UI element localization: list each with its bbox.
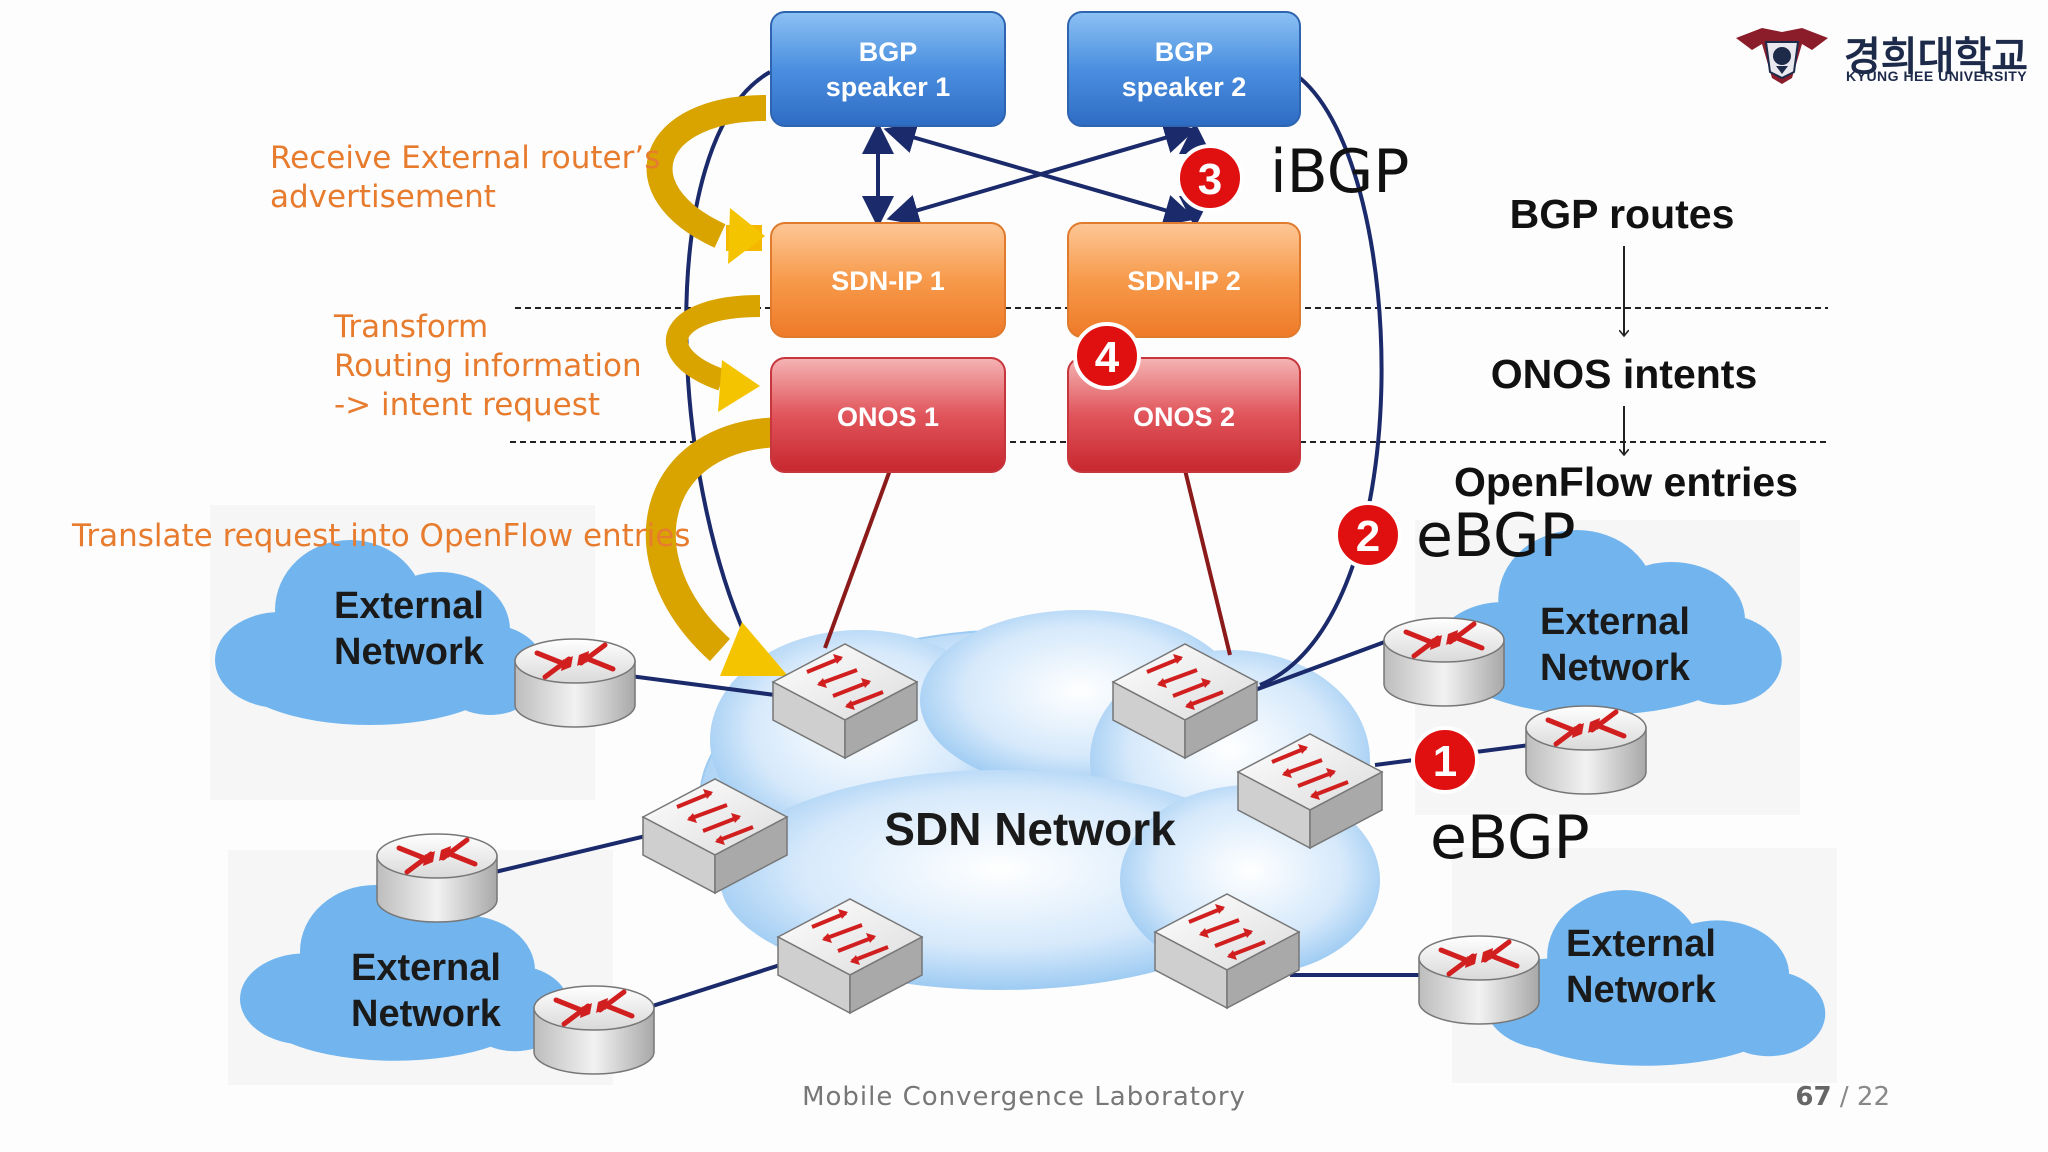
router-icon	[377, 834, 497, 922]
svg-text:4: 4	[1095, 333, 1120, 382]
layer-label-onos-intents: ONOS intents	[1491, 351, 1758, 397]
svg-text:1: 1	[1433, 737, 1457, 786]
protocol-label-ebgp: eBGP	[1430, 803, 1590, 873]
onos-1-label: ONOS 1	[837, 402, 939, 432]
layer-label-bgp-routes: BGP routes	[1510, 191, 1735, 237]
step-badge-2: 2	[1334, 501, 1402, 569]
onos-2-label: ONOS 2	[1133, 402, 1235, 432]
bgp-speaker-2-label-line1: BGP	[1155, 37, 1214, 67]
protocol-label-ibgp: iBGP	[1270, 137, 1409, 207]
sdn-network-label: SDN Network	[884, 803, 1176, 855]
gold-arrowheads	[718, 208, 788, 676]
router-icon	[1526, 706, 1646, 794]
step-badge-4: 4	[1073, 322, 1141, 390]
step-badge-1: 1	[1411, 726, 1479, 794]
annotation-translate: Translate request into OpenFlow entries	[71, 518, 690, 554]
onos-1-box: ONOS 1	[770, 357, 1006, 473]
page-current: 67	[1795, 1082, 1832, 1112]
university-name-english: KYUNG HEE UNIVERSITY	[1846, 68, 2028, 84]
step-badge-3: 3	[1176, 144, 1244, 212]
sdn-ip-1-box: SDN-IP 1	[770, 222, 1006, 338]
bgp-speaker-1-label-line2: speaker 1	[826, 72, 951, 102]
page-number: 67 / 22	[1795, 1082, 1890, 1112]
bgp-speaker-2-label-line2: speaker 2	[1122, 72, 1247, 102]
layer-label-openflow-entries: OpenFlow entries	[1454, 459, 1798, 505]
annotation-transform-line3: -> intent request	[334, 387, 600, 423]
external-network-label-line2: Network	[1540, 647, 1691, 689]
onos1-control-link	[823, 469, 892, 649]
sdn-ip-2-label: SDN-IP 2	[1127, 266, 1241, 296]
ibgp-arrows	[862, 122, 1211, 228]
bgp-speaker-1-label-line1: BGP	[859, 37, 918, 67]
external-network-label-line2: Network	[1566, 969, 1717, 1011]
external-network-label-line2: Network	[351, 993, 502, 1035]
annotation-receive-line1: Receive External router’s	[270, 140, 660, 176]
external-network-label-line1: External	[334, 585, 484, 627]
footer-lab-name: Mobile Convergence Laboratory	[802, 1082, 1246, 1112]
university-emblem-icon	[1736, 28, 1828, 84]
bgp-speaker-1-box: BGP speaker 1	[770, 11, 1006, 127]
router-icon	[515, 639, 635, 727]
gold-process-arrows	[645, 95, 787, 662]
router-icon	[1419, 936, 1539, 1024]
page-separator: /	[1831, 1082, 1857, 1112]
external-network-label-line1: External	[1540, 601, 1690, 643]
router-icon	[534, 986, 654, 1074]
external-network-label-line1: External	[351, 947, 501, 989]
page-total: 22	[1856, 1082, 1890, 1112]
university-logo: 경희대학교 KYUNG HEE UNIVERSITY	[1732, 20, 2032, 90]
onos-2-box: ONOS 2	[1067, 357, 1301, 473]
protocol-label-ebgp: eBGP	[1416, 501, 1576, 571]
annotation-receive-line2: advertisement	[270, 179, 496, 215]
sdn-ip-1-label: SDN-IP 1	[831, 266, 945, 296]
annotation-transform-line2: Routing information	[334, 348, 642, 384]
svg-text:3: 3	[1198, 155, 1222, 204]
sdn-ip-2-box: SDN-IP 2	[1067, 222, 1301, 338]
external-network-label-line1: External	[1566, 923, 1716, 965]
router-icon	[1384, 618, 1504, 706]
annotation-transform-line1: Transform	[333, 309, 488, 345]
svg-text:2: 2	[1356, 512, 1380, 561]
bgp-speaker-2-box: BGP speaker 2	[1067, 11, 1301, 127]
external-network-label-line2: Network	[334, 631, 485, 673]
onos2-control-link	[1183, 469, 1232, 656]
ebgp-link-speaker2	[1259, 76, 1384, 687]
university-name-korean: 경희대학교	[1844, 34, 2028, 80]
